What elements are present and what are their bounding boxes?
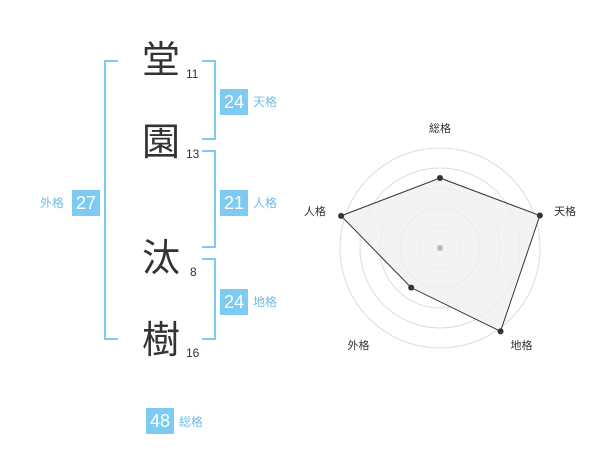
tenkaku-bracket [202, 60, 216, 140]
soukaku-value: 48 [146, 408, 174, 434]
soukaku-label: 総格 [179, 415, 204, 429]
gaikaku-label: 外格 [40, 196, 65, 210]
jinkaku-label: 人格 [253, 196, 278, 210]
tenkaku-value: 24 [220, 89, 248, 115]
stroke-count-2: 13 [186, 147, 200, 161]
jinkaku-value: 21 [220, 190, 248, 216]
chikaku-bracket [202, 258, 216, 340]
stroke-count-3: 8 [190, 265, 197, 279]
radar-axis-label-4: 外格 [348, 338, 370, 352]
radar-axis-label-1: 総格 [429, 121, 451, 135]
tenkaku-label: 天格 [253, 95, 278, 109]
gaikaku-value: 27 [72, 190, 100, 216]
jinkaku-bracket [202, 150, 216, 248]
radar-point-4 [408, 284, 415, 291]
stroke-count-4: 16 [186, 346, 200, 360]
name-char-4: 樹 [142, 318, 181, 362]
name-char-3: 汰 [142, 236, 181, 280]
radar-axis-label-2: 天格 [554, 204, 576, 218]
chikaku-value: 24 [220, 289, 248, 315]
radar-ring-5 [339, 147, 541, 349]
radar-point-1 [437, 175, 443, 181]
radar-point-3 [497, 328, 504, 335]
radar-point-5 [338, 212, 345, 219]
radar-axis-label-5: 人格 [304, 204, 326, 218]
chikaku-label: 地格 [253, 295, 278, 309]
radar-polygon [340, 177, 541, 333]
name-char-2: 園 [142, 120, 181, 164]
radar-axis-label-3: 地格 [511, 338, 533, 352]
gaikaku-bracket [104, 60, 118, 340]
name-char-1: 堂 [142, 38, 181, 82]
radar-point-2 [536, 212, 543, 219]
stroke-count-1: 11 [186, 67, 199, 81]
radar-center-dot [437, 245, 443, 251]
